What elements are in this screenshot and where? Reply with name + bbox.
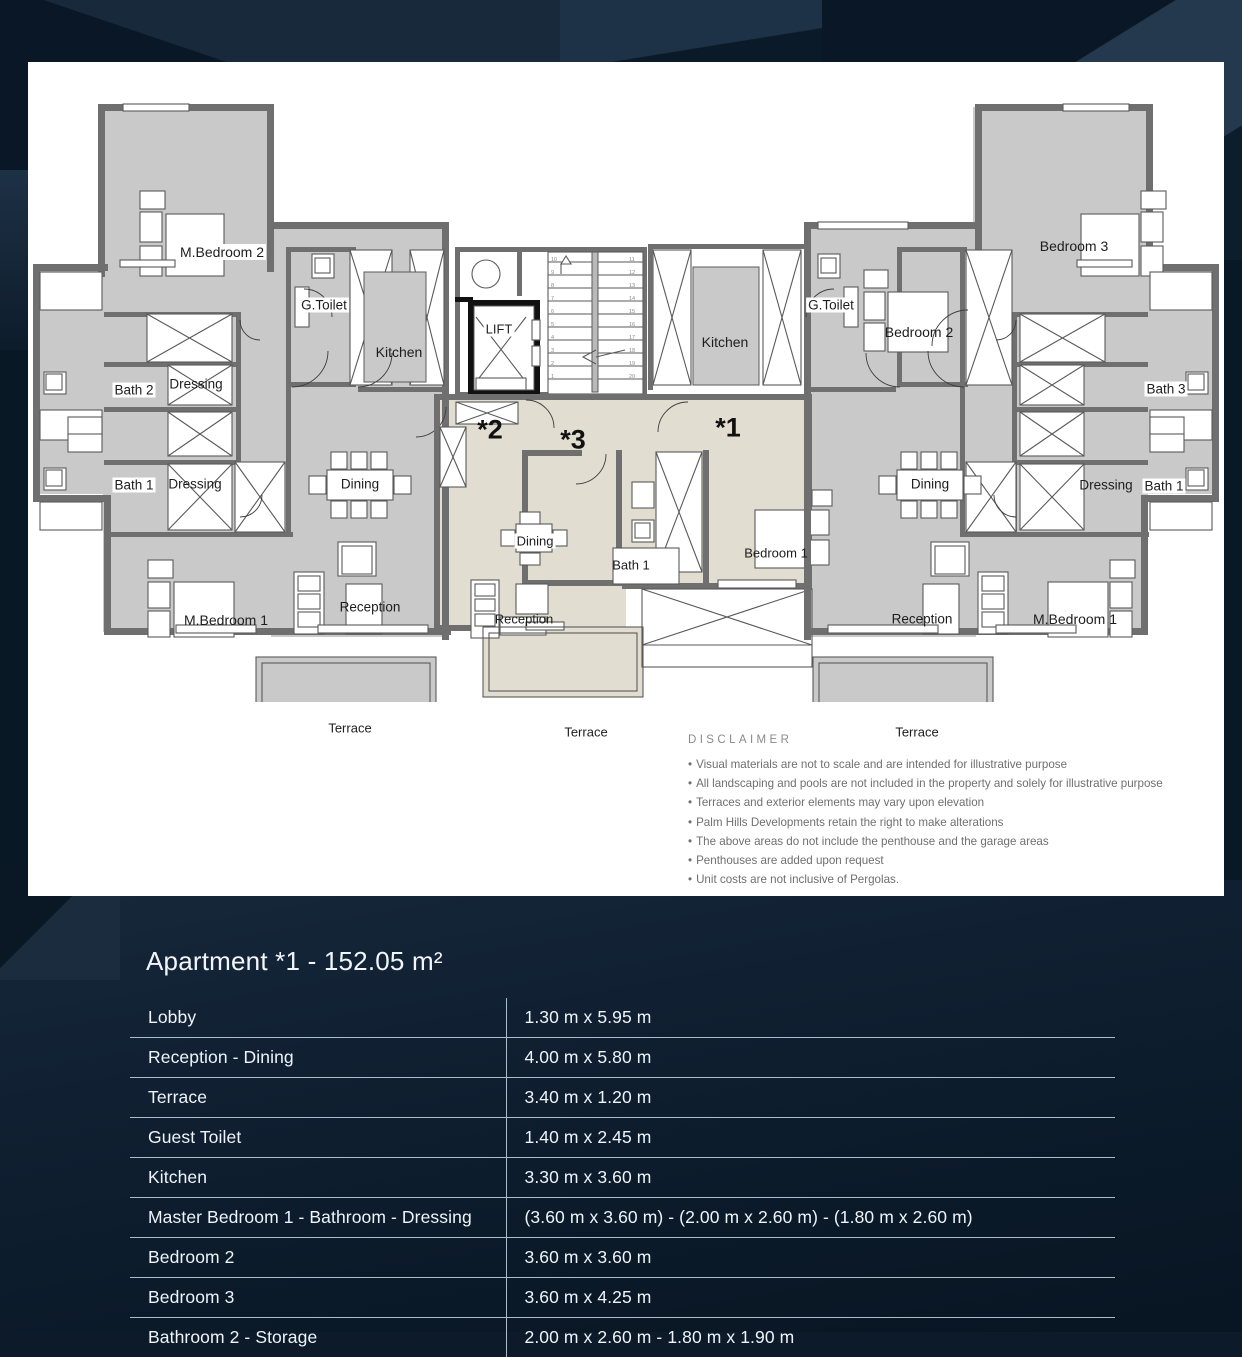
floorplan-card: .g { fill:#c9c9c9; } .bg_ { fill:#e2ddd1… [28, 62, 1224, 896]
room-dimension-cell: 1.30 m x 5.95 m [506, 998, 1115, 1038]
room-label-dining-right: Dining [909, 477, 951, 492]
room-label-terrace-center: Terrace [562, 725, 609, 740]
room-name-cell: Reception - Dining [130, 1038, 506, 1078]
table-row: Master Bedroom 1 - Bathroom - Dressing (… [130, 1198, 1115, 1238]
svg-text:10: 10 [551, 257, 557, 263]
svg-text:8: 8 [551, 283, 554, 289]
room-name-cell: Kitchen [130, 1158, 506, 1198]
svg-text:13: 13 [629, 283, 635, 289]
table-row: Guest Toilet 1.40 m x 2.45 m [130, 1118, 1115, 1158]
room-label-bath-1: Bath 1 [112, 478, 155, 493]
room-label-dining: Dining [339, 477, 381, 492]
room-label-bath-1-center: Bath 1 [610, 558, 652, 573]
room-dimension-cell: 3.60 m x 4.25 m [506, 1278, 1115, 1318]
svg-text:16: 16 [629, 322, 635, 328]
svg-text:1: 1 [551, 374, 554, 380]
room-label-bath-1-right: Bath 1 [1142, 479, 1185, 494]
svg-text:7: 7 [551, 296, 554, 302]
disclaimer-block: DISCLAIMER Visual materials are not to s… [688, 734, 1208, 889]
room-label-m-bedroom-1-right: M.Bedroom 1 [1031, 611, 1119, 627]
room-dimensions-table: Lobby 1.30 m x 5.95 m Reception - Dining… [130, 998, 1115, 1357]
room-label-bedroom-1-center: Bedroom 1 [742, 546, 810, 561]
room-dimension-cell: (3.60 m x 3.60 m) - (2.00 m x 2.60 m) - … [506, 1198, 1115, 1238]
svg-text:20: 20 [629, 374, 635, 380]
room-label-m-bedroom-2: M.Bedroom 2 [178, 244, 266, 260]
room-label-bath-2: Bath 2 [112, 383, 155, 398]
svg-text:19: 19 [629, 361, 635, 367]
disclaimer-item: The above areas do not include the penth… [688, 832, 1208, 851]
room-dimension-cell: 3.60 m x 3.60 m [506, 1238, 1115, 1278]
lift-label: LIFT [484, 322, 515, 337]
svg-text:5: 5 [551, 322, 554, 328]
page-title: Apartment *1 - 152.05 m² [146, 946, 443, 977]
room-name-cell: Bedroom 2 [130, 1238, 506, 1278]
table-row: Reception - Dining 4.00 m x 5.80 m [130, 1038, 1115, 1078]
room-label-kitchen: Kitchen [374, 344, 425, 360]
unit-marker-2[interactable]: *2 [477, 415, 503, 446]
room-name-cell: Terrace [130, 1078, 506, 1118]
room-label-reception-center: Reception [493, 612, 556, 627]
room-name-cell: Guest Toilet [130, 1118, 506, 1158]
disclaimer-item: Visual materials are not to scale and ar… [688, 755, 1208, 774]
table-row: Bathroom 2 - Storage 2.00 m x 2.60 m - 1… [130, 1318, 1115, 1357]
svg-text:17: 17 [629, 335, 635, 341]
table-row: Bedroom 3 3.60 m x 4.25 m [130, 1278, 1115, 1318]
svg-text:12: 12 [629, 270, 635, 276]
table-row: Lobby 1.30 m x 5.95 m [130, 998, 1115, 1038]
svg-text:11: 11 [629, 257, 635, 263]
room-label-bedroom-3: Bedroom 3 [1038, 238, 1110, 254]
room-name-cell: Bathroom 2 - Storage [130, 1318, 506, 1357]
room-label-dining-center: Dining [515, 534, 556, 549]
room-name-cell: Bedroom 3 [130, 1278, 506, 1318]
room-name-cell: Lobby [130, 998, 506, 1038]
svg-text:18: 18 [629, 348, 635, 354]
room-dimension-cell: 3.40 m x 1.20 m [506, 1078, 1115, 1118]
room-label-g-toilet: G.Toilet [299, 298, 349, 313]
room-label-dressing-1: Dressing [167, 377, 224, 392]
disclaimer-item: Terraces and exterior elements may vary … [688, 793, 1208, 812]
unit-marker-3[interactable]: *3 [560, 425, 586, 456]
svg-text:6: 6 [551, 309, 554, 315]
room-label-dressing-2: Dressing [166, 477, 223, 492]
unit-marker-1[interactable]: *1 [715, 413, 741, 444]
room-dimension-cell: 1.40 m x 2.45 m [506, 1118, 1115, 1158]
table-row: Bedroom 2 3.60 m x 3.60 m [130, 1238, 1115, 1278]
disclaimer-heading: DISCLAIMER [688, 734, 1208, 746]
room-label-bedroom-2-right: Bedroom 2 [883, 324, 955, 340]
room-label-reception-right: Reception [890, 612, 955, 627]
disclaimer-item: All landscaping and pools are not includ… [688, 774, 1208, 793]
room-label-dressing-right: Dressing [1077, 478, 1134, 493]
room-label-terrace-left: Terrace [326, 721, 373, 736]
room-label-bath-3: Bath 3 [1144, 382, 1187, 397]
svg-text:3: 3 [551, 348, 554, 354]
room-dimension-cell: 2.00 m x 2.60 m - 1.80 m x 1.90 m [506, 1318, 1115, 1357]
svg-text:2: 2 [551, 361, 554, 367]
svg-text:14: 14 [629, 296, 635, 302]
disclaimer-item: Palm Hills Developments retain the right… [688, 813, 1208, 832]
floorplan-drawing: .g { fill:#c9c9c9; } .bg_ { fill:#e2ddd1… [28, 62, 1224, 702]
room-label-m-bedroom-1: M.Bedroom 1 [182, 612, 270, 628]
room-dimension-cell: 3.30 m x 3.60 m [506, 1158, 1115, 1198]
room-label-reception: Reception [338, 600, 403, 615]
disclaimer-list: Visual materials are not to scale and ar… [688, 755, 1208, 889]
room-label-g-toilet-right: G.Toilet [806, 298, 856, 313]
table-row: Terrace 3.40 m x 1.20 m [130, 1078, 1115, 1118]
room-name-cell: Master Bedroom 1 - Bathroom - Dressing [130, 1198, 506, 1238]
svg-text:9: 9 [551, 270, 554, 276]
disclaimer-item: Unit costs are not inclusive of Pergolas… [688, 870, 1208, 889]
apartment-spec-section: Apartment *1 - 152.05 m² Lobby 1.30 m x … [0, 896, 1242, 1332]
disclaimer-item: Penthouses are added upon request [688, 851, 1208, 870]
svg-text:15: 15 [629, 309, 635, 315]
room-label-kitchen-right: Kitchen [700, 334, 751, 350]
table-row: Kitchen 3.30 m x 3.60 m [130, 1158, 1115, 1198]
room-dimension-cell: 4.00 m x 5.80 m [506, 1038, 1115, 1078]
svg-text:4: 4 [551, 335, 554, 341]
